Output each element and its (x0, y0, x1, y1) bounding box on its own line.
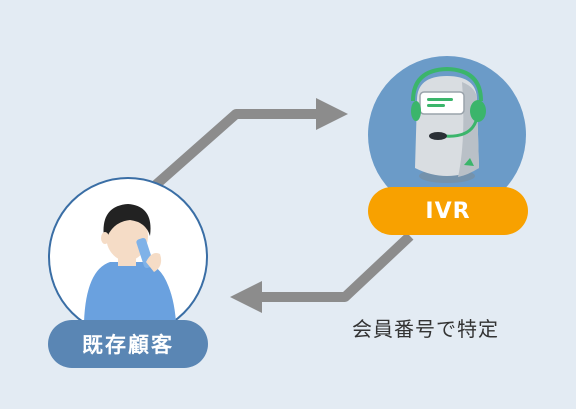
arrow-to-customer (230, 232, 414, 313)
ivr-label: IVR (368, 187, 528, 235)
member-id-caption: 会員番号で特定 (352, 317, 499, 341)
customer-label: 既存顧客 (48, 320, 208, 368)
arrow-to-ivr (146, 98, 348, 194)
robot-icon (411, 66, 486, 183)
person-on-phone-icon (84, 204, 176, 322)
